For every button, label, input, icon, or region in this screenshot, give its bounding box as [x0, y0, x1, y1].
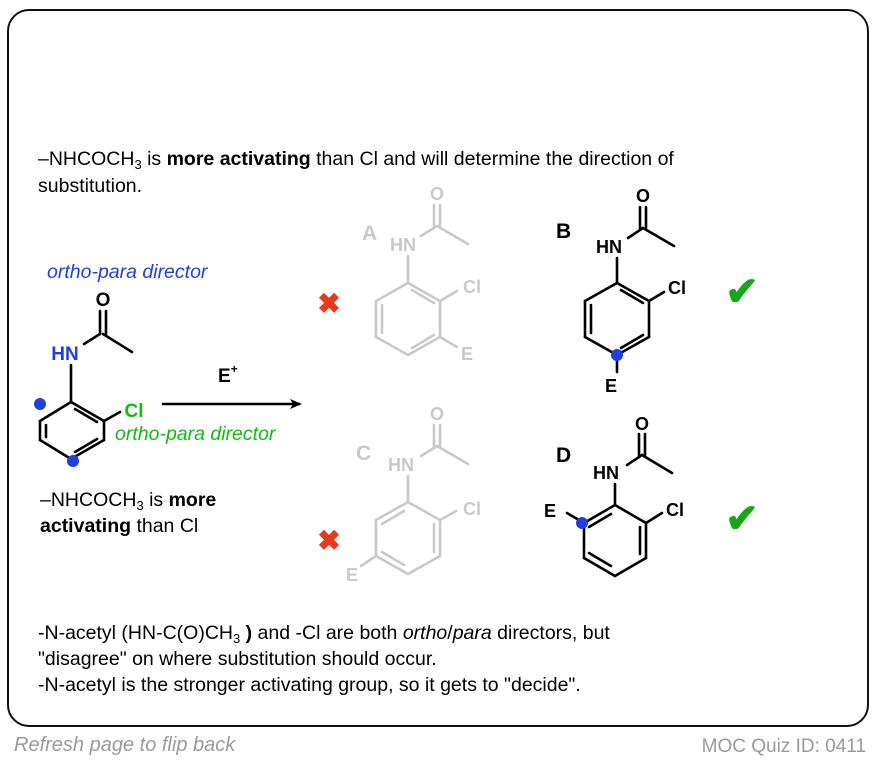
cl-director-label: ortho-para director: [115, 423, 276, 445]
nh-director-label: ortho-para director: [47, 261, 208, 283]
svg-text:A: A: [362, 222, 377, 245]
para-site-dot: [67, 455, 79, 467]
svg-text:O: O: [635, 414, 649, 434]
svg-text:O: O: [430, 184, 444, 204]
svg-text:D: D: [556, 444, 571, 467]
svg-text:Cl: Cl: [463, 499, 481, 519]
left-note-line-1: –NHCOCH3 is more: [40, 489, 217, 513]
starting-material: [38, 309, 134, 461]
refresh-hint[interactable]: Refresh page to flip back: [14, 734, 236, 756]
svg-text:Cl: Cl: [668, 278, 686, 298]
svg-text:E: E: [605, 376, 617, 396]
sm-cl-label: Cl: [125, 401, 144, 422]
product-d: D O HN Cl E: [544, 414, 684, 578]
svg-text:Cl: Cl: [463, 277, 481, 297]
svg-text:C: C: [356, 442, 371, 465]
svg-text:B: B: [556, 220, 571, 243]
explanation-line-1: -N-acetyl (HN-C(O)CH3 ) and -Cl are both…: [38, 622, 610, 646]
svg-text:E: E: [544, 501, 556, 521]
svg-text:O: O: [636, 186, 650, 206]
intro-line-1: –NHCOCH3 is more activating than Cl and …: [38, 148, 674, 172]
explanation-line-2: "disagree" on where substitution should …: [38, 648, 437, 670]
svg-text:E: E: [346, 565, 358, 585]
svg-text:HN: HN: [388, 455, 414, 475]
product-c-cross-icon: ✖: [317, 525, 340, 556]
product-a-cross-icon: ✖: [317, 288, 340, 319]
ortho-site-dot: [34, 398, 46, 410]
product-b-check-icon: ✔: [725, 270, 759, 314]
svg-text:O: O: [430, 404, 444, 424]
svg-text:HN: HN: [593, 463, 619, 483]
sm-hn-label: HN: [51, 344, 78, 365]
explanation-line-3: -N-acetyl is the stronger activating gro…: [38, 674, 581, 696]
quiz-id: MOC Quiz ID: 0411: [701, 736, 866, 757]
product-d-check-icon: ✔: [725, 497, 759, 541]
svg-text:HN: HN: [390, 235, 416, 255]
left-note-line-2: activating than Cl: [40, 515, 199, 537]
product-b: B O HN Cl E: [556, 186, 686, 396]
reagent-label: E+: [218, 362, 238, 387]
svg-text:E: E: [461, 344, 473, 364]
svg-text:HN: HN: [596, 237, 622, 257]
product-c: C O HN Cl E: [346, 404, 481, 585]
svg-text:Cl: Cl: [666, 500, 684, 520]
quiz-card: [7, 9, 869, 727]
product-a: A O HN Cl E: [362, 184, 481, 364]
intro-line-2: substitution.: [38, 175, 143, 197]
sm-oxygen-label: O: [96, 290, 111, 311]
